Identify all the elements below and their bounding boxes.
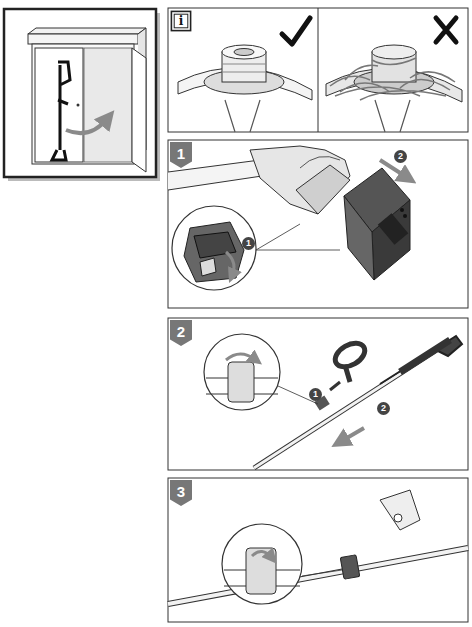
step-badge: 3 xyxy=(170,480,192,506)
step-badge: 1 xyxy=(170,142,192,168)
step-badge: 2 xyxy=(170,320,192,346)
info-badge: i xyxy=(171,11,191,31)
battery-pack xyxy=(344,168,410,280)
node-text: 2 xyxy=(381,404,386,413)
step-panel xyxy=(168,478,468,622)
detail-inset xyxy=(222,524,302,604)
node-text: 2 xyxy=(398,152,403,161)
callout-number: 2 xyxy=(377,402,390,415)
node-text: 3 xyxy=(177,484,185,499)
detail-inset xyxy=(204,334,280,410)
node-text: 1 xyxy=(246,239,251,248)
trimmer-head-clean xyxy=(178,45,312,132)
node-text: 1 xyxy=(177,146,185,161)
callout-number: 1 xyxy=(309,388,322,401)
step-panel xyxy=(168,140,468,308)
check-mark xyxy=(282,18,310,44)
node-text: i xyxy=(179,15,184,27)
node-text: 1 xyxy=(313,390,318,399)
trimmer-head-dirty xyxy=(326,45,462,132)
callout-number: 2 xyxy=(394,150,407,163)
storage-panel xyxy=(4,9,160,181)
cross-mark xyxy=(436,18,456,42)
step-panel xyxy=(168,318,468,470)
node-text: 2 xyxy=(177,324,185,339)
info-panel xyxy=(168,8,468,132)
callout-number: 1 xyxy=(242,237,255,250)
detail-inset xyxy=(172,206,256,290)
